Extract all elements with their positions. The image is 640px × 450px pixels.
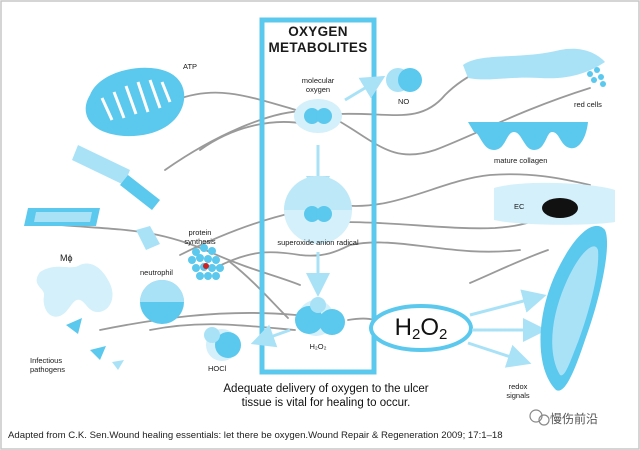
label-infectious-pathogens: Infectious pathogens (30, 356, 65, 374)
protein-synthesis-cluster (188, 244, 224, 280)
label-oxygen: oxygen (305, 85, 331, 94)
caption-note: Adequate delivery of oxygen to the ulcer… (196, 382, 456, 410)
arrow-to-no (344, 75, 386, 102)
citation: Adapted from C.K. Sen.Wound healing esse… (8, 430, 503, 441)
no-molecule (386, 68, 422, 92)
h2o2-sub-2: 2 (439, 326, 448, 343)
target-cell-shape (540, 225, 608, 391)
connector-lines (59, 57, 591, 331)
label-signals: signals (506, 391, 530, 400)
label-redox: redox (508, 382, 528, 391)
h2o2-big-label: H2O2 (373, 308, 469, 348)
label-mature-collagen: mature collagen (494, 156, 548, 165)
hocl-molecule (204, 327, 241, 361)
mitochondrion-shape (85, 67, 185, 137)
label-neutrophil: neutrophil (140, 268, 173, 277)
label-ec: EC (514, 202, 525, 211)
macrophage-cell (36, 263, 113, 317)
protein-crystals (24, 145, 160, 250)
note-line-1: Adequate delivery of oxygen to the ulcer (223, 383, 429, 395)
wechat-watermark-icon (529, 409, 550, 426)
label-h2o2-small: H₂O₂ (309, 342, 327, 351)
label-hocl: HOCl (208, 364, 227, 373)
superoxide-molecule (284, 176, 352, 244)
h2o2-h: H (394, 314, 412, 341)
label-protein: protein (188, 228, 212, 237)
label-atp: ATP (183, 62, 198, 71)
label-protein-synthesis: protein synthesis (180, 228, 220, 246)
label-redox-signals: redox signals (498, 382, 538, 400)
h2o2-molecule (295, 297, 345, 336)
title-line-2: METABOLITES (268, 40, 368, 55)
label-molecular: molecular (301, 76, 335, 85)
label-superoxide: superoxide anion radical (277, 238, 359, 247)
note-line-2: tissue is vital for healing to occur. (241, 397, 411, 409)
label-no: NO (398, 97, 410, 106)
infectious-pathogens (66, 318, 124, 370)
watermark: 慢伤前沿 (550, 412, 599, 426)
arrow-to-hocl (250, 324, 291, 348)
label-molecular-oxygen: molecular oxygen (288, 76, 348, 94)
red-cells-shape (463, 48, 606, 87)
label-macrophage: Mϕ (60, 253, 73, 263)
label-infectious: Infectious (30, 356, 63, 365)
h2o2-o: O (420, 314, 439, 341)
label-synthesis: synthesis (184, 237, 216, 246)
redox-arrows (467, 289, 547, 368)
title-line-1: OXYGEN (288, 24, 348, 39)
h2o2-big-ellipse (369, 304, 473, 352)
label-red-cells: red cells (574, 100, 602, 109)
mature-collagen-shape (468, 122, 588, 150)
label-pathogens: pathogens (30, 365, 66, 374)
diagram-title: OXYGEN METABOLITES (262, 24, 374, 56)
endothelial-cell (494, 182, 615, 225)
oxygen-metabolites-frame (259, 17, 377, 375)
molecular-oxygen-molecule (294, 99, 342, 133)
h2o2-sub-1: 2 (411, 326, 421, 343)
neutrophil-cell (140, 280, 184, 324)
